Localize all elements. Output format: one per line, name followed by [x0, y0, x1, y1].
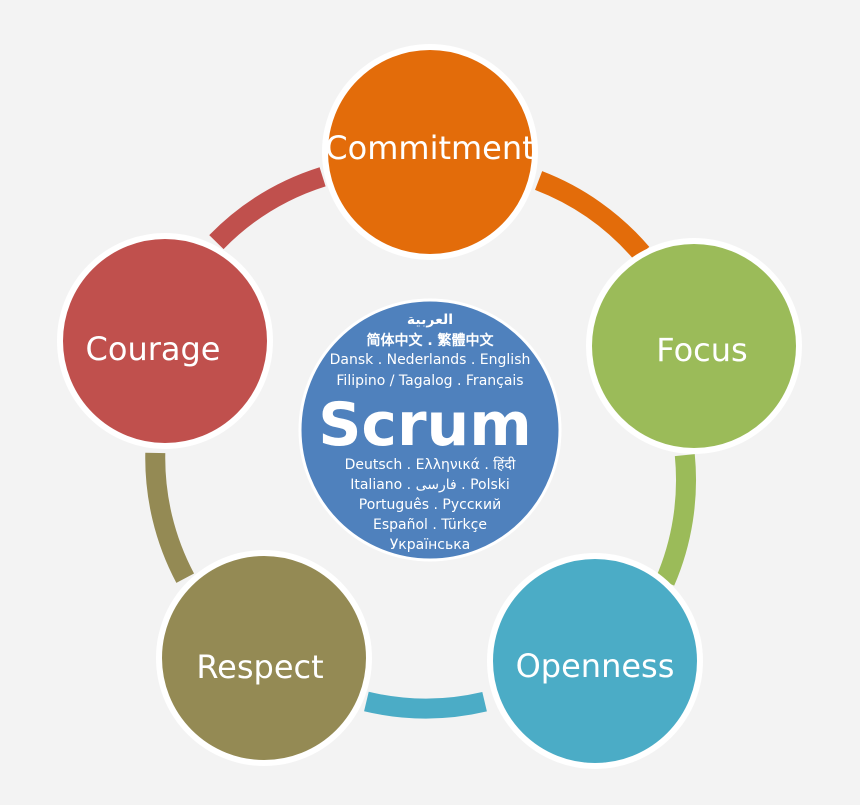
connector-ring [145, 167, 697, 719]
center-language-line: العربية [407, 312, 453, 328]
node-respect: Respect [156, 550, 372, 766]
center-language-line: Italiano . فارسی . Polski [350, 477, 510, 493]
center-language-line: Español . Türkçe [373, 517, 487, 533]
node-commitment: Commitment [322, 44, 538, 260]
node-respect-circle [156, 550, 372, 766]
arc-focus-openness [655, 454, 697, 586]
center-language-line: Dansk . Nederlands . English [330, 352, 531, 368]
node-respect-label: Respect [196, 648, 323, 686]
arc-respect-courage [145, 452, 195, 583]
node-courage-circle [57, 233, 273, 449]
center-language-line: Українська [390, 537, 470, 553]
center-language-line: Filipino / Tagalog . Français [336, 373, 523, 389]
arc-courage-commitment [209, 167, 326, 250]
node-focus: Focus [586, 238, 802, 454]
node-courage-label: Courage [86, 330, 221, 368]
center-language-line: Deutsch . Ελληνικά . हिंदी [345, 456, 516, 473]
center-circle [298, 298, 562, 562]
node-openness: Openness [487, 553, 703, 769]
node-openness-label: Openness [516, 647, 675, 685]
node-focus-circle [586, 238, 802, 454]
node-courage: Courage [57, 233, 273, 449]
center-scrum: العربية 简体中文 . 繁體中文 Dansk . Nederlands .… [298, 298, 562, 562]
center-title: Scrum [318, 390, 532, 460]
arc-openness-respect [364, 691, 487, 719]
node-focus-label: Focus [656, 331, 747, 369]
node-openness-circle [487, 553, 703, 769]
node-commitment-label: Commitment [325, 129, 534, 167]
arc-commitment-focus [534, 171, 650, 260]
center-language-line: Português . Русский [359, 497, 501, 513]
node-commitment-circle [322, 44, 538, 260]
center-language-line: 简体中文 . 繁體中文 [366, 332, 494, 349]
